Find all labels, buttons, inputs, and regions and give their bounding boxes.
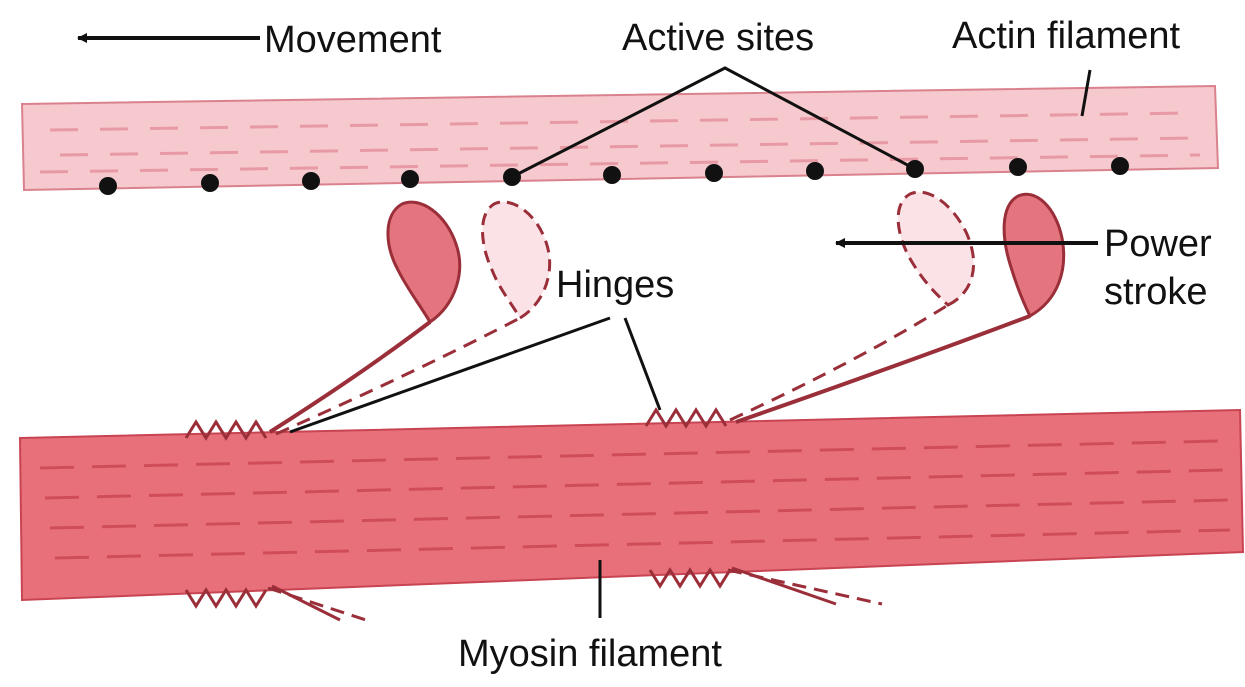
hinges-leader-left: [290, 318, 610, 432]
active-site-dot: [201, 174, 219, 192]
cross-bridge-arm-left-dashed: [276, 318, 520, 434]
cross-bridge-arm-left-solid: [270, 322, 430, 432]
myosin-head-left-solid: [388, 202, 460, 322]
myosin-head-left-ghost: [483, 202, 550, 318]
active-site-dot: [1111, 157, 1129, 175]
cross-bridge-arm-bottom-left-b: [272, 586, 340, 620]
active-site-dot: [302, 172, 320, 190]
myosin-heads: [388, 192, 1064, 322]
cross-bridge-arm-right-solid: [736, 316, 1030, 422]
label-actin-filament: Actin filament: [952, 15, 1181, 57]
label-stroke: stroke: [1104, 271, 1207, 313]
myosin-filament: [20, 410, 1243, 600]
active-site-dot: [1009, 158, 1027, 176]
myosin-head-right-ghost: [898, 192, 973, 305]
active-site-dot: [401, 170, 419, 188]
cross-bridge-arm-right-dashed: [730, 305, 948, 420]
active-site-dot: [603, 166, 621, 184]
active-site-dot: [503, 168, 521, 186]
active-site-dot: [806, 162, 824, 180]
label-power: Power: [1104, 223, 1212, 265]
myosin-head-right-solid: [1004, 194, 1064, 316]
hinges-leader-right: [625, 318, 660, 410]
active-site-dot: [99, 177, 117, 195]
label-active-sites: Active sites: [622, 17, 814, 59]
active-site-dot: [705, 164, 723, 182]
label-movement: Movement: [264, 19, 442, 61]
label-hinges: Hinges: [556, 264, 674, 306]
cross-bridge-arm-bottom-right-b: [732, 568, 836, 604]
label-myosin-filament: Myosin filament: [458, 633, 722, 675]
